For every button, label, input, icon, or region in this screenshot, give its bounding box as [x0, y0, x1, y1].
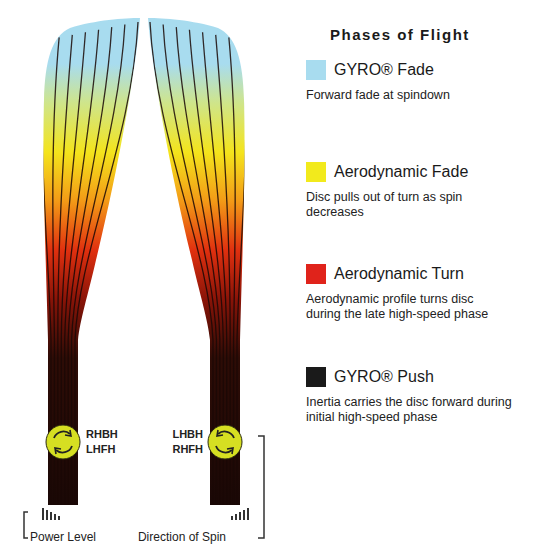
power-bar [50, 512, 52, 520]
bracket [258, 436, 264, 538]
power-bar [243, 510, 245, 520]
legend-label: Aerodynamic Turn [334, 265, 464, 283]
phase-description: Disc pulls out of turn as spin decreases [306, 190, 491, 220]
legend-swatch [306, 162, 326, 182]
flight-line [72, 25, 125, 505]
legend-label: GYRO® Fade [334, 61, 434, 79]
flight-path [42, 18, 140, 505]
power-bar [42, 508, 44, 520]
flight-line [150, 22, 213, 505]
legend-title: Phases of Flight [330, 26, 470, 43]
axis-label: Power Level [30, 530, 96, 544]
power-bar [247, 508, 249, 520]
legend-swatch [306, 367, 326, 387]
spin-label: LHFH [86, 443, 115, 455]
spin-disc [46, 425, 80, 459]
power-bar [46, 510, 48, 520]
power-bars [231, 508, 249, 520]
spin-disc [208, 425, 242, 459]
phase-description: Aerodynamic profile turns disc during th… [306, 292, 511, 322]
spin-label: LHBH [172, 428, 203, 440]
power-bar [231, 516, 233, 520]
power-bar [239, 512, 241, 520]
legend-label: GYRO® Push [334, 368, 434, 386]
flight-line [163, 25, 216, 505]
power-bar [235, 514, 237, 520]
flight-path [148, 18, 246, 505]
spin-label: RHFH [172, 443, 203, 455]
bracket [24, 512, 28, 538]
legend-label: Aerodynamic Fade [334, 163, 468, 181]
legend-swatch [306, 60, 326, 80]
power-bar [54, 514, 56, 520]
legend-swatch [306, 264, 326, 284]
power-bar [58, 516, 60, 520]
phase-description: Inertia carries the disc forward during … [306, 395, 516, 425]
phase-description: Forward fade at spindown [306, 88, 526, 103]
power-bars [42, 508, 60, 520]
axis-label: Direction of Spin [138, 530, 226, 544]
spin-label: RHBH [86, 428, 118, 440]
flight-line [75, 22, 138, 505]
